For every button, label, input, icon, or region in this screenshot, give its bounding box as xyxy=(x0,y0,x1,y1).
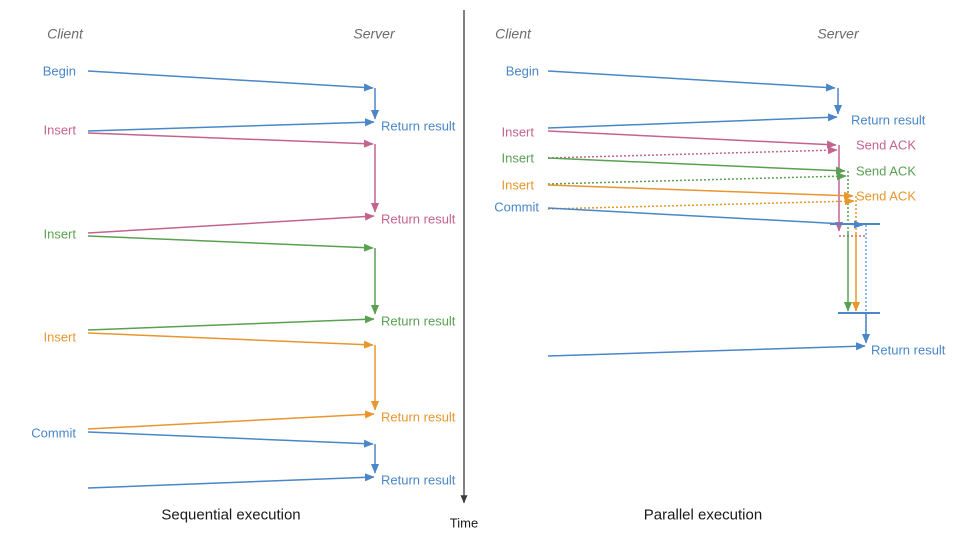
right-client-label-insert-3: Insert xyxy=(501,177,534,193)
left-panel-flows xyxy=(87,70,380,489)
flow-commit-blue-parallel xyxy=(547,207,880,357)
right-server-label-return-1: Return result xyxy=(851,112,926,128)
left-client-label-insert-1: Insert xyxy=(43,122,76,138)
right-header-client: Client xyxy=(495,25,531,42)
left-server-label-return-1: Return result xyxy=(381,118,456,134)
right-client-label-insert-2: Insert xyxy=(501,150,534,166)
right-server-label-ack-1: Send ACK xyxy=(856,137,916,153)
flow-insert-orange xyxy=(87,332,380,430)
left-client-label-insert-2: Insert xyxy=(43,226,76,242)
right-client-label-commit: Commit xyxy=(494,199,539,215)
flow-commit-blue xyxy=(87,431,380,489)
left-panel-caption: Sequential execution xyxy=(161,506,301,524)
flow-begin-blue-parallel xyxy=(547,70,843,129)
left-client-label-begin: Begin xyxy=(42,63,76,79)
right-server-label-ack-2: Send ACK xyxy=(856,163,916,179)
left-client-label-commit: Commit xyxy=(31,425,76,441)
right-panel-caption: Parallel execution xyxy=(643,506,763,524)
flow-insert-pink xyxy=(87,132,380,234)
left-header-client: Client xyxy=(47,25,83,42)
left-header-server: Server xyxy=(353,25,395,42)
time-axis-label: Time xyxy=(449,515,479,531)
right-client-label-insert-1: Insert xyxy=(501,124,534,140)
right-panel-flows xyxy=(547,70,880,357)
flow-insert-green-parallel xyxy=(547,157,853,312)
left-server-label-return-5: Return result xyxy=(381,472,456,488)
right-client-label-begin: Begin xyxy=(505,63,539,79)
right-server-label-return-2: Return result xyxy=(871,342,946,358)
left-server-label-return-4: Return result xyxy=(381,409,456,425)
left-server-label-return-2: Return result xyxy=(381,211,456,227)
flow-insert-pink-parallel xyxy=(547,130,866,237)
right-header-server: Server xyxy=(817,25,859,42)
left-server-label-return-3: Return result xyxy=(381,313,456,329)
flow-insert-orange-parallel xyxy=(547,184,861,312)
flow-insert-green xyxy=(87,235,380,331)
left-client-label-insert-3: Insert xyxy=(43,329,76,345)
flow-begin-blue xyxy=(87,70,380,132)
right-server-label-ack-3: Send ACK xyxy=(856,188,916,204)
